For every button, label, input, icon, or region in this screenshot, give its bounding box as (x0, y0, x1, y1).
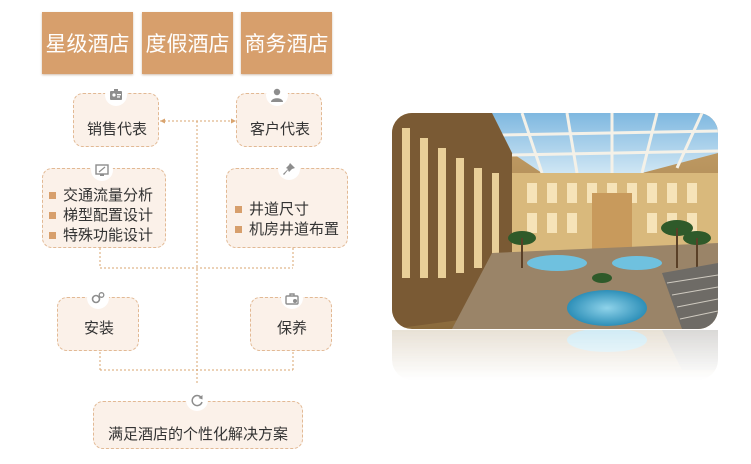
tab-star-hotel[interactable]: 星级酒店 (42, 12, 133, 74)
shaft-list: 井道尺寸 机房井道布置 (235, 199, 339, 239)
refresh-icon (186, 389, 208, 411)
client-rep-label: 客户代表 (250, 118, 310, 139)
tab-resort-hotel[interactable]: 度假酒店 (142, 12, 233, 74)
hotel-atrium-photo (392, 113, 718, 329)
gears-icon (87, 287, 109, 309)
solution-label: 满足酒店的个性化解决方案 (108, 423, 288, 444)
maintain-label: 保养 (277, 317, 307, 338)
tab-business-hotel[interactable]: 商务酒店 (241, 12, 332, 74)
analysis-item-traffic: 交通流量分析 (49, 185, 153, 205)
photo-reflection (392, 330, 718, 380)
shaft-card: 井道尺寸 机房井道布置 (226, 168, 348, 248)
monitor-icon (91, 159, 113, 181)
toolbox-icon (281, 287, 303, 309)
analysis-list: 交通流量分析 梯型配置设计 特殊功能设计 (49, 185, 153, 245)
shaft-item-layout: 机房井道布置 (235, 219, 339, 239)
analysis-item-special: 特殊功能设计 (49, 225, 153, 245)
shaft-item-size: 井道尺寸 (235, 199, 339, 219)
person-icon (266, 84, 288, 106)
install-label: 安装 (84, 317, 114, 338)
sales-rep-label: 销售代表 (87, 118, 147, 139)
pin-icon (278, 158, 300, 180)
analysis-item-config: 梯型配置设计 (49, 205, 153, 225)
id-card-icon (105, 84, 127, 106)
